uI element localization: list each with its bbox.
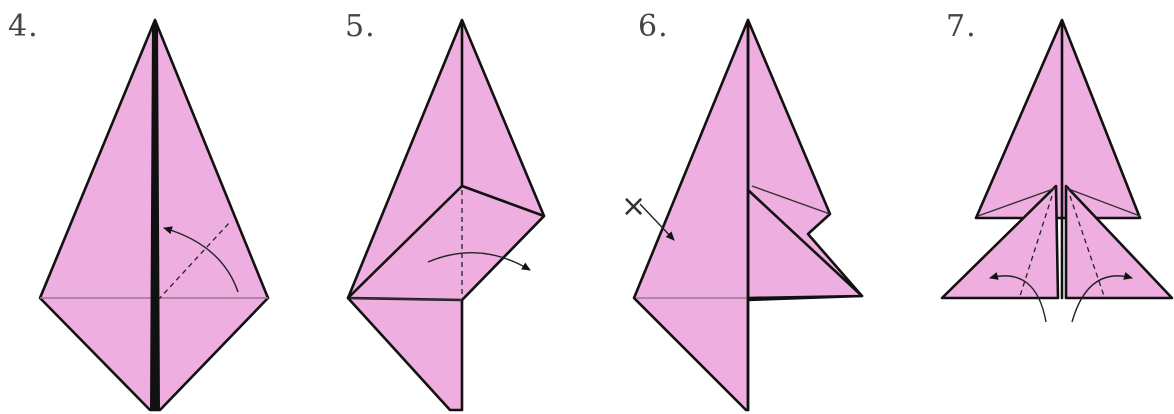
- step-6-diagram: ×: [621, 18, 864, 412]
- step-7-diagram: [940, 18, 1174, 323]
- left-fold-arrow: [989, 272, 1047, 323]
- flap-lower-edge: [349, 297, 463, 301]
- right-crease: [1065, 187, 1141, 217]
- step-4-number: 4.: [8, 9, 39, 44]
- flap-crease: [751, 185, 831, 215]
- top-point: [974, 18, 1142, 220]
- right-fold-arrow: [1071, 272, 1133, 323]
- step-7-number: 7.: [946, 9, 977, 44]
- push-arrow: [639, 203, 675, 241]
- unfold-arrow: [427, 252, 531, 271]
- step-6-number: 6.: [638, 9, 669, 44]
- step-4-diagram: [38, 18, 270, 412]
- left-crease: [977, 187, 1057, 217]
- center-slit: [150, 24, 160, 410]
- step-5-number: 5.: [345, 9, 376, 44]
- right-flap: [1064, 184, 1174, 300]
- left-flap: [940, 184, 1060, 300]
- fold-arrow: [163, 226, 239, 293]
- step-5-diagram: [346, 18, 546, 412]
